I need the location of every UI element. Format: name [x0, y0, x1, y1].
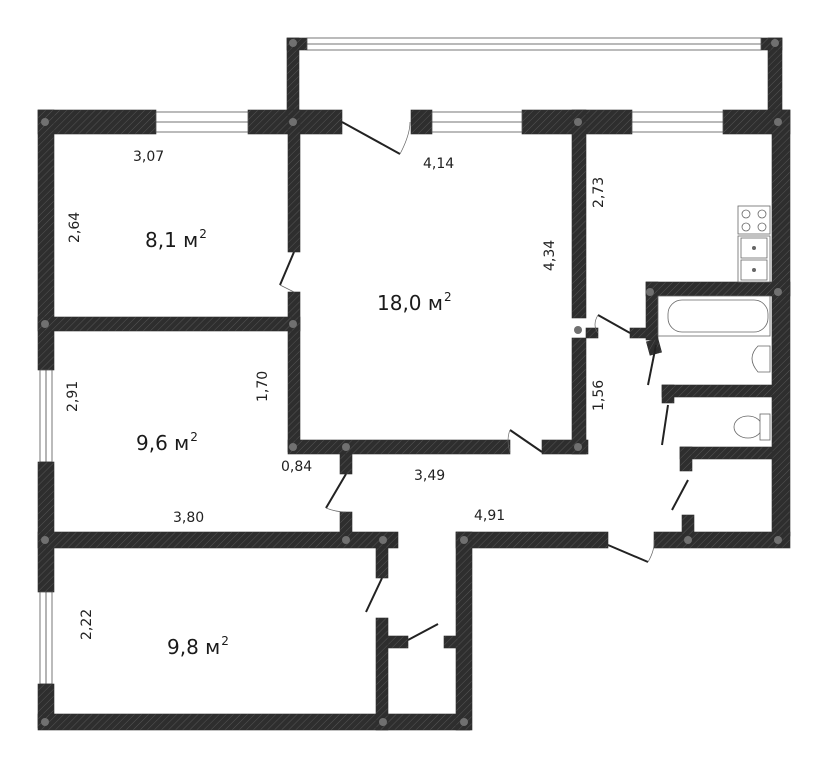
room-3-depth: 2,22	[79, 608, 95, 640]
living-room-width: 4,14	[423, 156, 455, 172]
hall-width-b: 4,91	[474, 508, 506, 524]
room-1-area: 8,1 м2	[145, 227, 207, 252]
bathtub-icon	[657, 295, 771, 337]
interior-walls	[37, 109, 791, 731]
washbasin-icon	[751, 345, 771, 373]
room-1-depth: 2,64	[67, 211, 83, 243]
kitchen-sink-icon	[737, 235, 771, 283]
hall-width-a: 3,49	[414, 468, 446, 484]
living-room-area: 18,0 м2	[377, 290, 452, 315]
living-room-depth: 4,34	[542, 239, 558, 271]
doors	[279, 121, 689, 641]
column-markers	[41, 39, 782, 726]
nook-width: 0,84	[281, 459, 313, 475]
room-2-depth: 2,91	[65, 380, 81, 412]
room-2-width: 3,80	[173, 510, 205, 526]
vestibule-depth: 1,56	[591, 379, 607, 411]
kitchen-stove-icon	[737, 205, 771, 235]
room-2-inner-depth: 1,70	[255, 370, 271, 402]
balcony	[286, 37, 783, 124]
kitchen-depth: 2,73	[591, 176, 607, 208]
room-3-area: 9,8 м2	[167, 634, 229, 659]
room-1-width: 3,07	[133, 149, 165, 165]
toilet-icon	[733, 413, 771, 441]
room-2-area: 9,6 м2	[136, 430, 198, 455]
